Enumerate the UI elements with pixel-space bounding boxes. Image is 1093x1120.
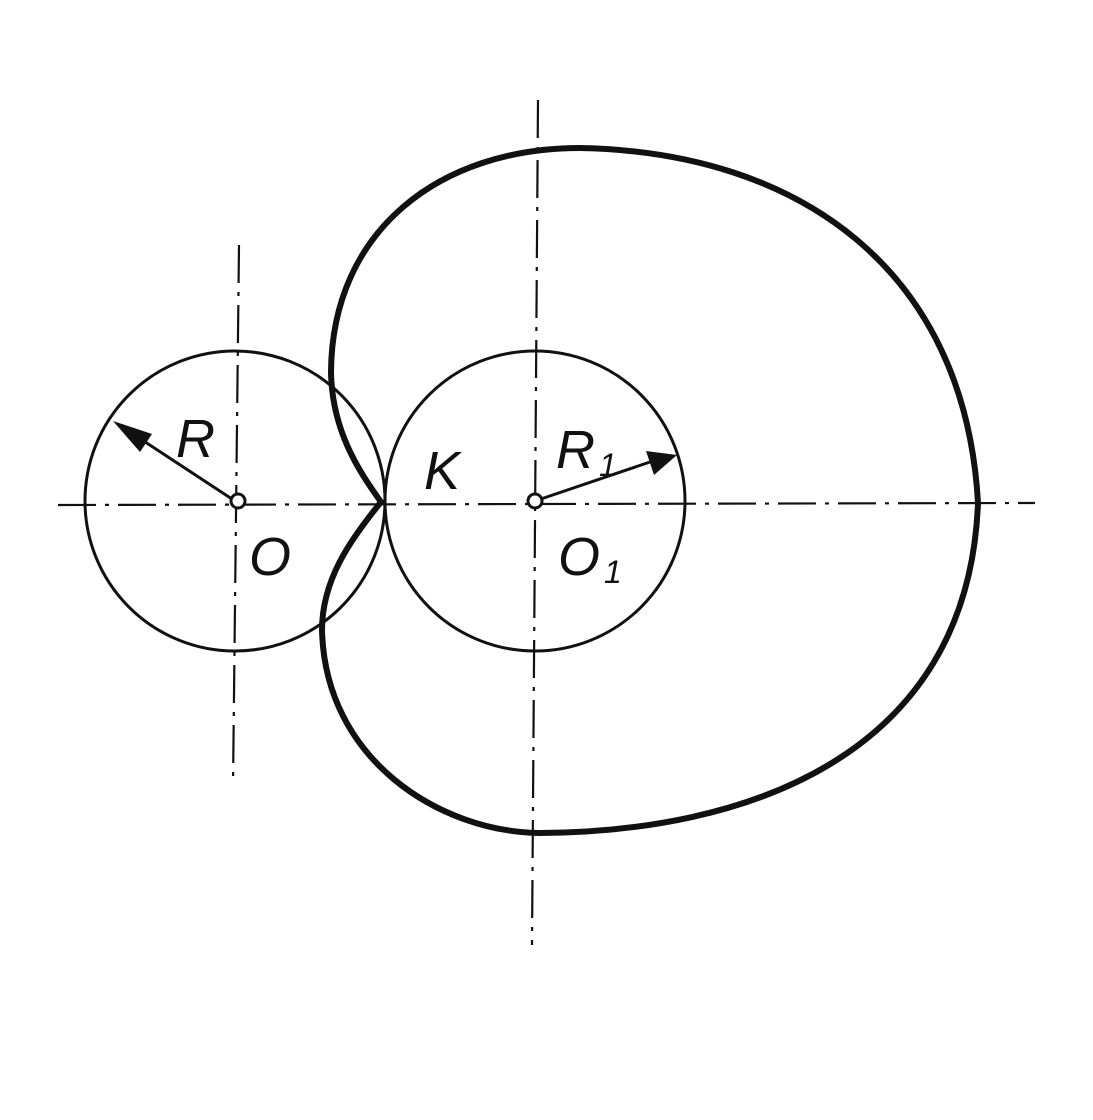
horizontal-center-line bbox=[57, 501, 1036, 507]
outer-contour-lower bbox=[319, 499, 981, 836]
radius-r-arrowhead bbox=[113, 421, 152, 452]
radius-r1-line bbox=[534, 460, 651, 503]
outer-contour-upper bbox=[328, 145, 981, 506]
circle-o1 bbox=[383, 349, 687, 653]
label-r1-subscript: 1 bbox=[599, 447, 617, 483]
label-k: K bbox=[424, 441, 462, 501]
label-r1-main: R bbox=[556, 420, 595, 480]
label-r: R bbox=[176, 409, 215, 469]
vertical-axis-o1 bbox=[530, 99, 540, 946]
vertical-axis-o bbox=[231, 244, 241, 786]
radius-r1-arrowhead bbox=[646, 451, 677, 475]
label-o1-subscript: 1 bbox=[604, 554, 622, 590]
radius-r-line bbox=[129, 430, 236, 503]
center-point-o bbox=[229, 492, 247, 510]
label-o1-main: O bbox=[558, 527, 600, 587]
center-point-o1 bbox=[526, 492, 544, 510]
label-o: O bbox=[249, 527, 291, 587]
